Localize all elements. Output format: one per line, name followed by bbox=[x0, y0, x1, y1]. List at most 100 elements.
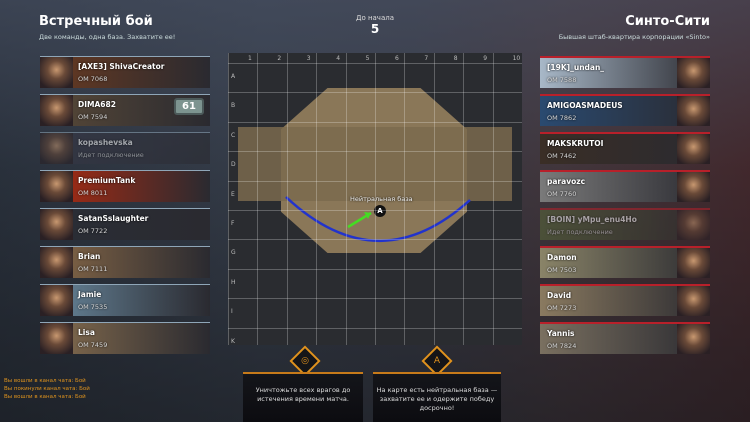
grid-line bbox=[433, 53, 435, 345]
grid-column-label: 3 bbox=[306, 55, 311, 62]
player-avatar bbox=[677, 58, 710, 88]
grid-line bbox=[228, 53, 229, 345]
player-card[interactable]: [BOIN] yMpu_enu4Ho Идет подключение bbox=[540, 208, 710, 240]
grid-row-label: B bbox=[231, 102, 236, 110]
player-rating: ОМ 7862 bbox=[547, 114, 577, 122]
grid-line bbox=[463, 53, 465, 345]
grid-line bbox=[375, 53, 376, 345]
base-strip bbox=[238, 127, 512, 201]
grid-column-label: 1 bbox=[248, 55, 252, 62]
player-avatar bbox=[40, 247, 73, 278]
grid-row-label: A bbox=[231, 73, 236, 80]
map-title: Синто-Сити bbox=[625, 14, 710, 29]
player-avatar bbox=[677, 172, 710, 202]
timer-label: До начала bbox=[355, 14, 395, 22]
player-avatar bbox=[40, 133, 73, 164]
player-name: MAKSKRUTOI bbox=[547, 139, 604, 148]
player-avatar bbox=[677, 96, 710, 126]
player-rating: ОМ 7824 bbox=[547, 342, 577, 350]
player-rating: ОМ 7588 bbox=[547, 76, 577, 84]
grid-row-label: I bbox=[231, 308, 233, 316]
grid-line bbox=[228, 239, 522, 241]
player-avatar bbox=[40, 285, 73, 316]
grid-line bbox=[228, 180, 522, 182]
objective-destroy: Уничтожьте всех врагов до истечения врем… bbox=[243, 372, 363, 422]
player-card[interactable]: [19K]_undan_ ОМ 7588 bbox=[540, 56, 710, 88]
player-card[interactable]: Jamie ОМ 7535 bbox=[40, 284, 210, 316]
player-avatar bbox=[40, 57, 73, 88]
player-name: Brian bbox=[78, 252, 101, 261]
grid-line bbox=[404, 53, 406, 345]
grid-line bbox=[257, 53, 259, 345]
player-name: [AXE3] ShivaCreator bbox=[78, 62, 165, 71]
grid-row-label: H bbox=[231, 278, 236, 286]
grid-line bbox=[228, 92, 522, 94]
player-name: DIMA682 bbox=[78, 100, 116, 109]
grid-row-label: K bbox=[231, 337, 235, 345]
grid-column-label: 10 bbox=[512, 55, 521, 62]
grid-line bbox=[286, 53, 288, 345]
grid-line bbox=[228, 298, 522, 300]
player-rating: ОМ 7760 bbox=[547, 190, 577, 198]
player-card[interactable]: SatanSslaughter ОМ 7722 bbox=[40, 208, 210, 240]
grid-line bbox=[228, 210, 522, 211]
player-rating: Идет подключение bbox=[78, 151, 144, 159]
grid-row-label: F bbox=[231, 220, 235, 227]
player-name: paravozc bbox=[547, 177, 586, 186]
player-card[interactable]: David ОМ 7273 bbox=[540, 284, 710, 316]
player-rating: ОМ 7535 bbox=[78, 303, 108, 311]
player-card[interactable]: paravozc ОМ 7760 bbox=[540, 170, 710, 202]
player-name: SatanSslaughter bbox=[78, 214, 149, 223]
grid-line bbox=[345, 53, 347, 345]
player-avatar bbox=[677, 248, 710, 278]
grid-column-label: 4 bbox=[336, 55, 341, 62]
grid-column-label: 7 bbox=[424, 55, 429, 62]
player-card[interactable]: Lisa ОМ 7459 bbox=[40, 322, 210, 354]
grid-row-label: D bbox=[231, 161, 236, 169]
grid-row-label: E bbox=[231, 190, 235, 198]
deploy-arc bbox=[285, 196, 471, 242]
player-avatar bbox=[40, 209, 73, 240]
grid-row-label: C bbox=[231, 131, 236, 139]
player-name: kopashevska bbox=[78, 138, 133, 147]
player-avatar bbox=[677, 210, 710, 240]
player-card[interactable]: MAKSKRUTOI ОМ 7462 bbox=[540, 132, 710, 164]
player-name: Damon bbox=[547, 253, 577, 262]
player-avatar bbox=[677, 324, 710, 354]
player-avatar bbox=[40, 171, 73, 202]
chat-message: Вы покинули канал чата: Бой bbox=[4, 386, 90, 392]
mode-subtitle: Две команды, одна база. Захватите ее! bbox=[39, 33, 176, 41]
player-card[interactable]: PremiumTank ОМ 8011 bbox=[40, 170, 210, 202]
grid-line bbox=[492, 53, 494, 345]
player-rating: ОМ 7459 bbox=[78, 341, 108, 349]
grid-line bbox=[228, 63, 522, 64]
grid-column-label: 8 bbox=[453, 55, 458, 62]
player-avatar bbox=[677, 286, 710, 316]
grid-line bbox=[228, 327, 522, 329]
player-name: Lisa bbox=[78, 328, 95, 337]
player-card[interactable]: Brian ОМ 7111 bbox=[40, 246, 210, 278]
player-card[interactable]: [AXE3] ShivaCreator ОМ 7068 bbox=[40, 56, 210, 88]
objective-capture: На карте есть нейтральная база — захвати… bbox=[373, 372, 501, 422]
grid-column-label: 9 bbox=[483, 55, 488, 62]
player-rating: ОМ 7111 bbox=[78, 265, 108, 273]
player-name: [19K]_undan_ bbox=[547, 63, 605, 72]
player-card[interactable]: kopashevska Идет подключение bbox=[40, 132, 210, 164]
player-card[interactable]: Yannis ОМ 7824 bbox=[540, 322, 710, 354]
grid-column-label: 2 bbox=[277, 55, 282, 62]
player-card[interactable]: AMIGOASMADEUS ОМ 7862 bbox=[540, 94, 710, 126]
map-subtitle: Бывшая штаб-квартира корпорации «Sinto» bbox=[558, 33, 710, 41]
grid-line bbox=[228, 151, 522, 153]
player-avatar bbox=[40, 95, 73, 126]
player-rating: ОМ 7462 bbox=[547, 152, 577, 160]
grid-line bbox=[316, 53, 318, 345]
grid-column-label: 5 bbox=[365, 55, 370, 62]
player-name: David bbox=[547, 291, 572, 300]
grid-column-label: 6 bbox=[395, 55, 399, 62]
player-name: AMIGOASMADEUS bbox=[547, 101, 623, 110]
mode-title: Встречный бой bbox=[39, 14, 153, 29]
grid-line bbox=[228, 268, 522, 270]
player-card[interactable]: Damon ОМ 7503 bbox=[540, 246, 710, 278]
